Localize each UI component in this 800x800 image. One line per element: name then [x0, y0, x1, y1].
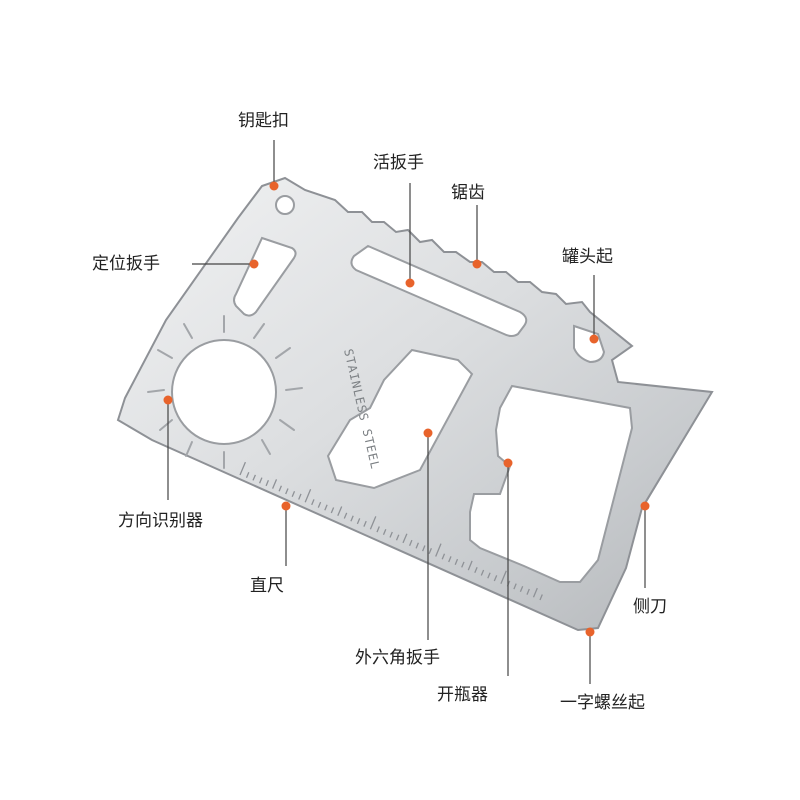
ruler-tick	[461, 561, 465, 568]
ruler-tick	[435, 543, 442, 557]
ruler-tick	[408, 539, 413, 546]
ruler-tick	[421, 545, 426, 552]
ruler-tick	[272, 479, 278, 489]
hex-wrench-cutout	[326, 348, 474, 490]
bottle-opener-cutout	[469, 384, 634, 583]
ruler-tick	[382, 528, 387, 536]
label-direction-finder: 方向识别器	[118, 511, 203, 531]
ruler-tick	[395, 534, 400, 541]
label-saw-teeth: 锯齿	[451, 183, 485, 203]
label-bottle-opener: 开瓶器	[437, 685, 488, 705]
ruler-tick	[500, 570, 507, 584]
dot-direction-finder	[163, 395, 173, 405]
ruler-tick	[402, 533, 408, 544]
ruler-tick	[526, 588, 530, 595]
ruler-tick	[415, 542, 420, 549]
ruler-tick	[356, 518, 361, 525]
dot-adjustable-wrench	[405, 278, 415, 288]
ruler-tick	[304, 489, 312, 503]
dot-hex-wrench	[423, 428, 433, 438]
label-side-blade: 侧刀	[633, 597, 667, 617]
keyring-hole	[275, 195, 295, 215]
compass-rays	[147, 315, 303, 469]
ruler-tick	[532, 587, 538, 598]
ruler-ticks	[239, 461, 543, 601]
dot-can-opener	[589, 334, 599, 344]
ruler-tick	[493, 575, 498, 582]
ruler-tick	[317, 501, 322, 508]
ruler-tick	[245, 471, 250, 478]
ruler-tick	[376, 526, 380, 533]
ruler-tick	[487, 572, 491, 579]
ruler-tick	[513, 583, 517, 590]
ruler-tick	[363, 520, 367, 527]
label-hex-wrench: 外六角扳手	[355, 648, 440, 668]
ruler-tick	[278, 485, 282, 492]
direction-finder-hole	[171, 339, 277, 445]
ruler-tick	[441, 553, 446, 560]
ruler-tick	[311, 499, 315, 506]
dot-keyring	[269, 181, 279, 191]
ruler-tick	[252, 474, 256, 481]
label-positioning-wrench: 定位扳手	[92, 254, 160, 274]
dot-side-blade	[640, 501, 650, 511]
label-ruler: 直尺	[250, 576, 284, 596]
ruler-tick	[337, 506, 343, 517]
ruler-tick	[265, 480, 270, 487]
ruler-tick	[467, 560, 473, 571]
ruler-tick	[258, 477, 263, 484]
dot-flat-screwdriver	[585, 627, 595, 637]
ruler-tick	[298, 493, 302, 500]
label-flat-screwdriver: 一字螺丝起	[560, 693, 645, 713]
adjustable-wrench-slot	[350, 244, 528, 337]
ruler-tick	[324, 504, 328, 511]
ruler-tick	[539, 594, 543, 601]
ruler-tick	[343, 512, 348, 519]
ruler-tick	[448, 556, 452, 563]
ruler-tick	[239, 461, 246, 476]
dot-saw-teeth	[472, 259, 482, 269]
ruler-tick	[519, 586, 524, 593]
ruler-tick	[369, 516, 377, 530]
can-opener-notch	[573, 324, 606, 364]
dot-ruler	[281, 501, 291, 511]
ruler-tick	[350, 515, 354, 522]
ruler-tick	[480, 569, 485, 576]
positioning-wrench-slot	[233, 236, 297, 317]
label-keyring: 钥匙扣	[238, 111, 289, 131]
label-adjustable-wrench: 活扳手	[373, 153, 424, 173]
ruler-tick	[285, 488, 289, 495]
card-cutouts	[171, 195, 634, 583]
ruler-tick	[291, 490, 296, 497]
pointer-dots	[163, 181, 650, 637]
leader-lines	[167, 140, 646, 684]
label-can-opener: 罐头起	[562, 247, 613, 267]
ruler-tick	[330, 507, 335, 514]
ruler-tick	[474, 567, 478, 574]
dot-positioning-wrench	[249, 259, 259, 269]
ruler-tick	[428, 548, 432, 555]
dot-bottle-opener	[503, 458, 513, 468]
ruler-tick	[389, 531, 393, 538]
ruler-tick	[454, 558, 459, 565]
